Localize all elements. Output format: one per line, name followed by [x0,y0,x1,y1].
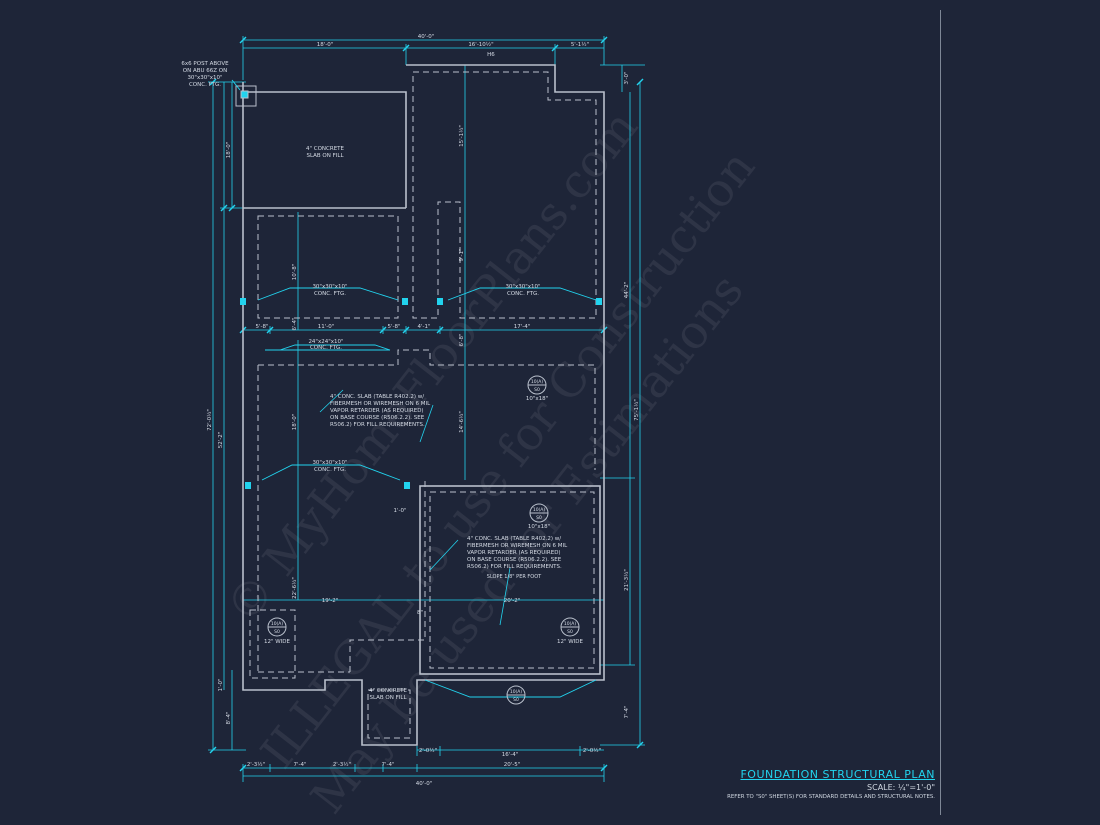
post-symbol [231,79,257,107]
section-tags [267,375,580,705]
post-label-1: 6x6 POST ABOVE [181,61,229,67]
dim-v-18-0: 18'-0" [292,414,298,431]
dim-left-bot1: 8'-4" [226,711,232,724]
dim-right-sub: 3'-0" [624,71,630,84]
note2-line1: 4" CONC. SLAB (TABLE R402.2) w/ [467,536,561,542]
ftg4-type: CONC. FTG. [314,467,346,473]
plan-title: FOUNDATION STRUCTURAL PLAN [740,768,935,781]
sheet-border-line [940,10,941,815]
dimension-lines [208,36,645,782]
dim-mid-1: 5'-8" [255,324,268,330]
beam-label-2: 10"x18" [528,524,550,530]
ftg3-type: CONC. FTG. [310,345,342,351]
plan-text: 40'-0" 18'-0" 16'-10½" 5'-1½" H6 40'-0" … [181,34,640,787]
dim-top-left: 18'-0" [317,42,334,48]
dim-mid-4: 4'-1" [417,324,430,330]
dim-h-19-2: 19'-2" [322,598,339,604]
ftg1-size: 30"x30"x10" [312,284,347,290]
svg-text:10(A): 10(A) [510,689,523,695]
dim-b1c: 2'-3½" [333,761,351,768]
note1-line2: FIBERMESH OR WIREMESH ON 6 MIL [330,401,431,407]
title-block: FOUNDATION STRUCTURAL PLAN SCALE: ¼"=1'-… [700,768,935,800]
dim-right-overall: 75'-1½" [633,399,640,421]
beam-label-1: 10"x18" [526,396,548,402]
slab-bottom-2: SLAB ON FILL [369,695,407,701]
svg-text:S0: S0 [567,629,573,635]
dim-b2b: 16'-4" [502,752,519,758]
post-label-3: 30"x30"x10" [187,75,222,81]
dim-v-15-1: 15'-1½" [458,125,465,147]
dim-left-top: 18'-0" [226,142,232,159]
note2-line3: VAPOR RETARDER (AS REQUIRED) [467,550,561,556]
dim-b2c: 2'-0½" [583,747,601,754]
plan-scale: SCALE: ¼"=1'-0" [867,783,935,792]
note1-line3: VAPOR RETARDER (AS REQUIRED) [330,408,424,414]
svg-text:S0: S0 [513,697,519,703]
dim-left-bot2: 1'-0" [218,678,224,691]
svg-text:10(A): 10(A) [564,621,577,627]
beam-arcs [257,287,597,698]
dim-top-overall: 40'-0" [418,34,435,40]
post-label-4: CONC. FTG. [189,82,221,88]
plan-note: REFER TO "S0" SHEET(S) FOR STANDARD DETA… [727,794,935,800]
ftg4-size: 30"x30"x10" [312,460,347,466]
dim-h-1-0: 1'-0" [393,508,406,514]
ftg2-size: 30"x30"x10" [505,284,540,290]
dim-top-mid: 16'-10½" [468,41,493,48]
slab-leaders [319,389,511,626]
slope-label: SLOPE 1/8" PER FOOT [487,574,542,580]
dim-left-sub: 52'-2" [218,432,224,449]
svg-text:10(A): 10(A) [533,507,546,513]
dim-b1a: 2'-3½" [247,761,265,768]
dim-b1e: 20'-5" [504,762,521,768]
dim-mid-3: 5'-8" [387,324,400,330]
note1-line1: 4" CONC. SLAB (TABLE R402.2) w/ [330,394,424,400]
dim-bottom-overall: 40'-0" [416,781,433,787]
dim-b2a: 2'-0½" [419,747,437,754]
marker-top: H6 [487,52,495,58]
post-label-2: ON ABU 66Z ON [183,68,227,74]
dim-v-14-6: 14'-6½" [458,411,465,433]
dim-left-overall: 72'-0½" [206,409,213,431]
dim-mid-5: 17'-4" [514,324,531,330]
note2-line2: FIBERMESH OR WIREMESH ON 6 MIL [467,543,568,549]
svg-text:S0: S0 [274,629,280,635]
note1-line5: R506.2) FOR FILL REQUIREMENTS. [330,422,425,428]
dim-b1b: 7'-4" [293,762,306,768]
footing-pads [240,298,602,489]
svg-text:S0: S0 [536,515,542,521]
note2-line4: ON BASE COURSE (R506.2.2). SEE [467,557,562,563]
note2-line5: R506.2) FOR FILL REQUIREMENTS. [467,564,562,570]
svg-text:S0: S0 [534,387,540,393]
footings-dashed [249,71,597,739]
dim-h-20-2: 20'-2" [504,598,521,604]
dim-right-bot: 7'-4" [624,705,630,718]
svg-text:10(A): 10(A) [271,621,284,627]
slab-top-1: 4" CONCRETE [306,146,345,152]
wide-label-1: 12" WIDE [264,639,291,645]
dim-v-22-6: 22'-6½" [291,577,298,599]
slab-bottom-1: 4" CONCRETE [369,688,408,694]
dim-right-top: 44'-2" [624,282,630,299]
dim-v-6-8: 6'-8" [459,333,465,346]
slab-top-2: SLAB ON FILL [306,153,344,159]
dim-top-right: 5'-1½" [571,41,589,48]
dim-mid-2: 11'-0" [318,324,335,330]
ftg1-type: CONC. FTG. [314,291,346,297]
dim-h-8: 8" [417,610,423,616]
ftg3-size: 24"x24"x10" [308,339,343,345]
dim-v-9-1: 9'-1" [459,248,465,261]
foundation-walls [242,64,605,746]
svg-text:10(A): 10(A) [531,379,544,385]
dim-v-6-4: 6'-4" [292,317,298,330]
wide-label-2: 12" WIDE [557,639,584,645]
dim-right-mid: 21'-3½" [623,569,630,591]
ftg2-type: CONC. FTG. [507,291,539,297]
note1-line4: ON BASE COURSE (R506.2.2). SEE [330,415,425,421]
dim-b1d: 7'-4" [381,762,394,768]
dim-v-10-8: 10'-8" [292,264,298,281]
